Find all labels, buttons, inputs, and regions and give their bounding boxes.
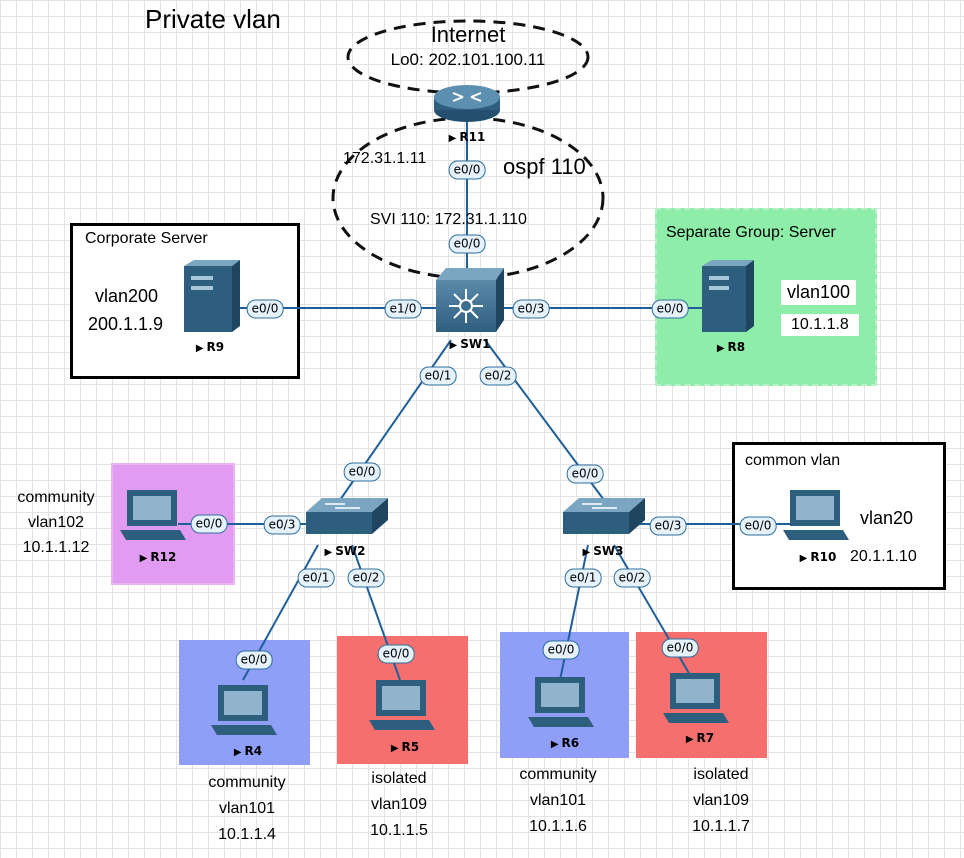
r7-type: isolated: [693, 766, 749, 783]
sw3-label[interactable]: ▶SW3: [582, 544, 624, 558]
port-sw1-e03: e0/3: [512, 299, 550, 319]
port-sw2-e03: e0/3: [263, 515, 301, 535]
r7-ip: 10.1.1.7: [692, 818, 750, 835]
r5-type: isolated: [371, 770, 427, 787]
corporate-ip: 200.1.1.9: [88, 314, 164, 334]
r6-label[interactable]: ▶R6: [550, 736, 580, 750]
r5-vlan: vlan109: [370, 796, 428, 813]
r4-pc-icon: [211, 685, 277, 735]
port-sw3-e01: e0/1: [564, 568, 602, 588]
sw2-switch-icon: [306, 498, 388, 534]
port-sw2-e00: e0/0: [343, 462, 381, 482]
r12-type: community: [17, 489, 95, 506]
svi-label: SVI 110: 172.31.1.110: [370, 211, 527, 228]
r9-server-icon: [184, 260, 240, 332]
r7-pc-icon: [663, 673, 729, 723]
sw3-switch-icon: [563, 498, 645, 534]
r5-label[interactable]: ▶R5: [390, 740, 420, 754]
loopback-label: Lo0: 202.101.100.11: [390, 50, 546, 69]
port-sw1-e01: e0/1: [419, 366, 457, 386]
port-sw1-e10: e1/0: [384, 299, 422, 319]
port-r7-e00: e0/0: [661, 638, 699, 658]
r7-vlan: vlan109: [692, 792, 750, 809]
link-sw3-r6: [559, 544, 589, 681]
r9-label[interactable]: ▶R9: [195, 340, 225, 354]
separate-vlan: vlan100: [781, 280, 857, 305]
r5-pc-icon: [369, 680, 435, 730]
r7-label[interactable]: ▶R7: [685, 731, 715, 745]
common-ip: 20.1.1.10: [850, 548, 917, 565]
r6-type: community: [519, 766, 597, 783]
r12-vlan: vlan102: [27, 514, 85, 531]
port-r4-e00: e0/0: [235, 650, 273, 670]
r8-server-icon: [702, 260, 754, 332]
r6-pc-icon: [528, 677, 594, 727]
port-r10-e00: e0/0: [739, 516, 777, 536]
port-r6-e00: e0/0: [542, 640, 580, 660]
port-sw2-e02: e0/2: [347, 568, 385, 588]
r12-label[interactable]: ▶R12: [139, 550, 177, 564]
r4-vlan: vlan101: [218, 800, 276, 817]
sw1-label[interactable]: ▶SW1: [449, 337, 491, 351]
common-vlan-title: common vlan: [745, 452, 841, 469]
internet-label: Internet: [430, 22, 506, 47]
r6-ip: 10.1.1.6: [529, 818, 587, 835]
common-vlan-value: vlan20: [860, 508, 914, 528]
port-r5-e00: e0/0: [377, 644, 415, 664]
corporate-server-title: Corporate Server: [85, 230, 208, 247]
port-r12-e00: e0/0: [190, 514, 228, 534]
port-sw2-e01: e0/1: [297, 568, 335, 588]
port-sw1-e02: e0/2: [479, 366, 517, 386]
port-sw3-e02: e0/2: [613, 568, 651, 588]
r4-type: community: [208, 774, 286, 791]
port-r8-e00: e0/0: [651, 299, 689, 319]
sw2-label[interactable]: ▶SW2: [324, 544, 366, 558]
r11-label[interactable]: ▶R11: [448, 130, 486, 144]
separate-group-title: Separate Group: Server: [666, 224, 836, 241]
r12-ip: 10.1.1.12: [22, 539, 90, 556]
r10-pc-icon: [783, 490, 849, 540]
corporate-vlan: vlan200: [95, 286, 159, 306]
port-r11-e00: e0/0: [448, 160, 486, 180]
port-sw1-e00: e0/0: [448, 234, 486, 254]
r12-pc-icon: [120, 490, 186, 540]
port-r9-e00: e0/0: [246, 299, 284, 319]
r4-ip: 10.1.1.4: [218, 826, 276, 843]
port-sw3-e00: e0/0: [566, 464, 604, 484]
r4-label[interactable]: ▶R4: [233, 744, 263, 758]
r5-ip: 10.1.1.5: [370, 822, 428, 839]
r11-ip-label: 172.31.1.11: [343, 150, 427, 167]
r6-vlan: vlan101: [529, 792, 587, 809]
r8-label[interactable]: ▶R8: [716, 340, 746, 354]
separate-ip: 10.1.1.8: [781, 314, 859, 336]
r11-router-icon: [434, 85, 500, 122]
diagram-title: Private vlan: [145, 4, 281, 34]
sw1-switch-icon: [436, 268, 504, 332]
ospf-label: ospf 110: [503, 154, 586, 179]
r10-label[interactable]: ▶R10: [799, 550, 837, 564]
port-sw3-e03: e0/3: [649, 516, 687, 536]
